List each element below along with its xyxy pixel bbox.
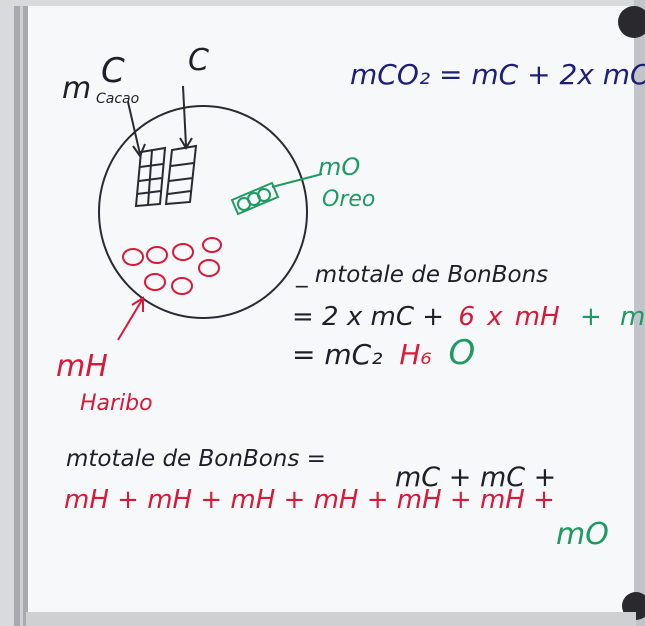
board-bottom-edge [26,612,636,626]
eq-line2: = 2 x mC + 6 x mH + mO [292,302,645,332]
label-m: m [62,71,91,106]
chocolate-bar-1 [134,146,167,208]
board-left-frame-highlight [20,6,23,626]
eq-line3: = mC₂ H₆ O [292,333,475,373]
formula-mco2: mCO₂ = mC + 2x mO [350,58,645,91]
label-c-top: C [188,43,209,78]
whiteboard-surface [26,6,636,618]
chocolate-bar-2 [164,144,198,206]
bottom-mtotale-line: mtotale de BonBons = [66,446,326,472]
bottom-mh-terms: mH + mH + mH + mH + mH + mH + [64,485,555,515]
bottom-mo-term: mO [556,517,609,552]
label-oreo-mo: mO [318,153,360,181]
haribo-candies [122,237,222,295]
label-cacao: Cacao [96,91,139,107]
candy-bag-outline [98,105,308,319]
oreo-pointer-line [271,173,323,188]
board-right-frame [634,0,645,626]
label-haribo-mh: mH [56,349,108,384]
oreo-packet [230,181,280,216]
label-haribo: Haribo [80,391,153,416]
haribo-arrow [117,299,143,341]
cacao-arrow-2 [182,85,187,147]
label-c-cacao: C [101,51,125,91]
bottom-mc-terms: mC + mC + [395,462,556,493]
cacao-arrow-1 [127,101,141,155]
label-oreo: Oreo [322,187,375,212]
eq-mtotale-line: _ mtotale de BonBons [295,262,548,288]
board-top-corner-cap [618,6,645,38]
haribo-arrow-head [131,296,144,312]
